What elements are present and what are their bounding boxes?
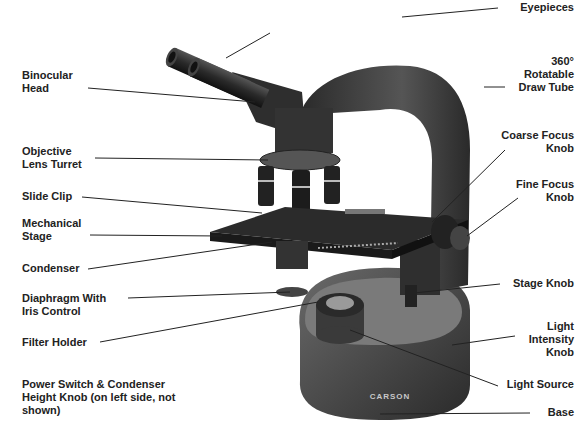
part-label: Filter Holder (22, 336, 102, 349)
objective-ring (292, 186, 310, 188)
draw-tube (275, 108, 333, 153)
part-label: Power Switch & Condenser Height Knob (on… (22, 378, 187, 417)
stage-knob (405, 285, 417, 307)
part-label: Light Intensity Knob (518, 320, 574, 359)
objective-lens (292, 170, 310, 214)
part-label: Mechanical Stage (22, 217, 92, 243)
part-label: 360° Rotatable Draw Tube (510, 55, 574, 94)
objective-lens (258, 166, 274, 206)
slide-clip (345, 209, 385, 214)
part-label: Condenser (22, 262, 92, 275)
condenser (276, 241, 308, 269)
part-label: Base (534, 406, 574, 419)
objective-lens (324, 166, 340, 204)
part-label: Objective Lens Turret (22, 145, 92, 171)
part-label: Stage Knob (504, 277, 574, 290)
base-shape (299, 268, 470, 420)
part-label: Light Source (494, 378, 574, 391)
lamp-lens (326, 296, 354, 310)
stage-scale (318, 243, 398, 248)
part-label: Coarse Focus Knob (492, 129, 574, 155)
part-label: Binocular Head (22, 69, 84, 95)
objective-ring (258, 180, 274, 182)
brand-mark: CARSON (360, 392, 420, 402)
fine-knob (450, 226, 470, 250)
eyepiece (185, 56, 269, 108)
lamp-top (316, 293, 364, 317)
part-label: Eyepieces (504, 1, 574, 14)
lamp-housing (316, 326, 364, 344)
part-label: Slide Clip (22, 190, 92, 203)
part-label: Fine Focus Knob (508, 178, 574, 204)
part-label: Diaphragm With Iris Control (22, 292, 122, 318)
objective-ring (324, 180, 340, 182)
leader-lines (82, 8, 530, 414)
